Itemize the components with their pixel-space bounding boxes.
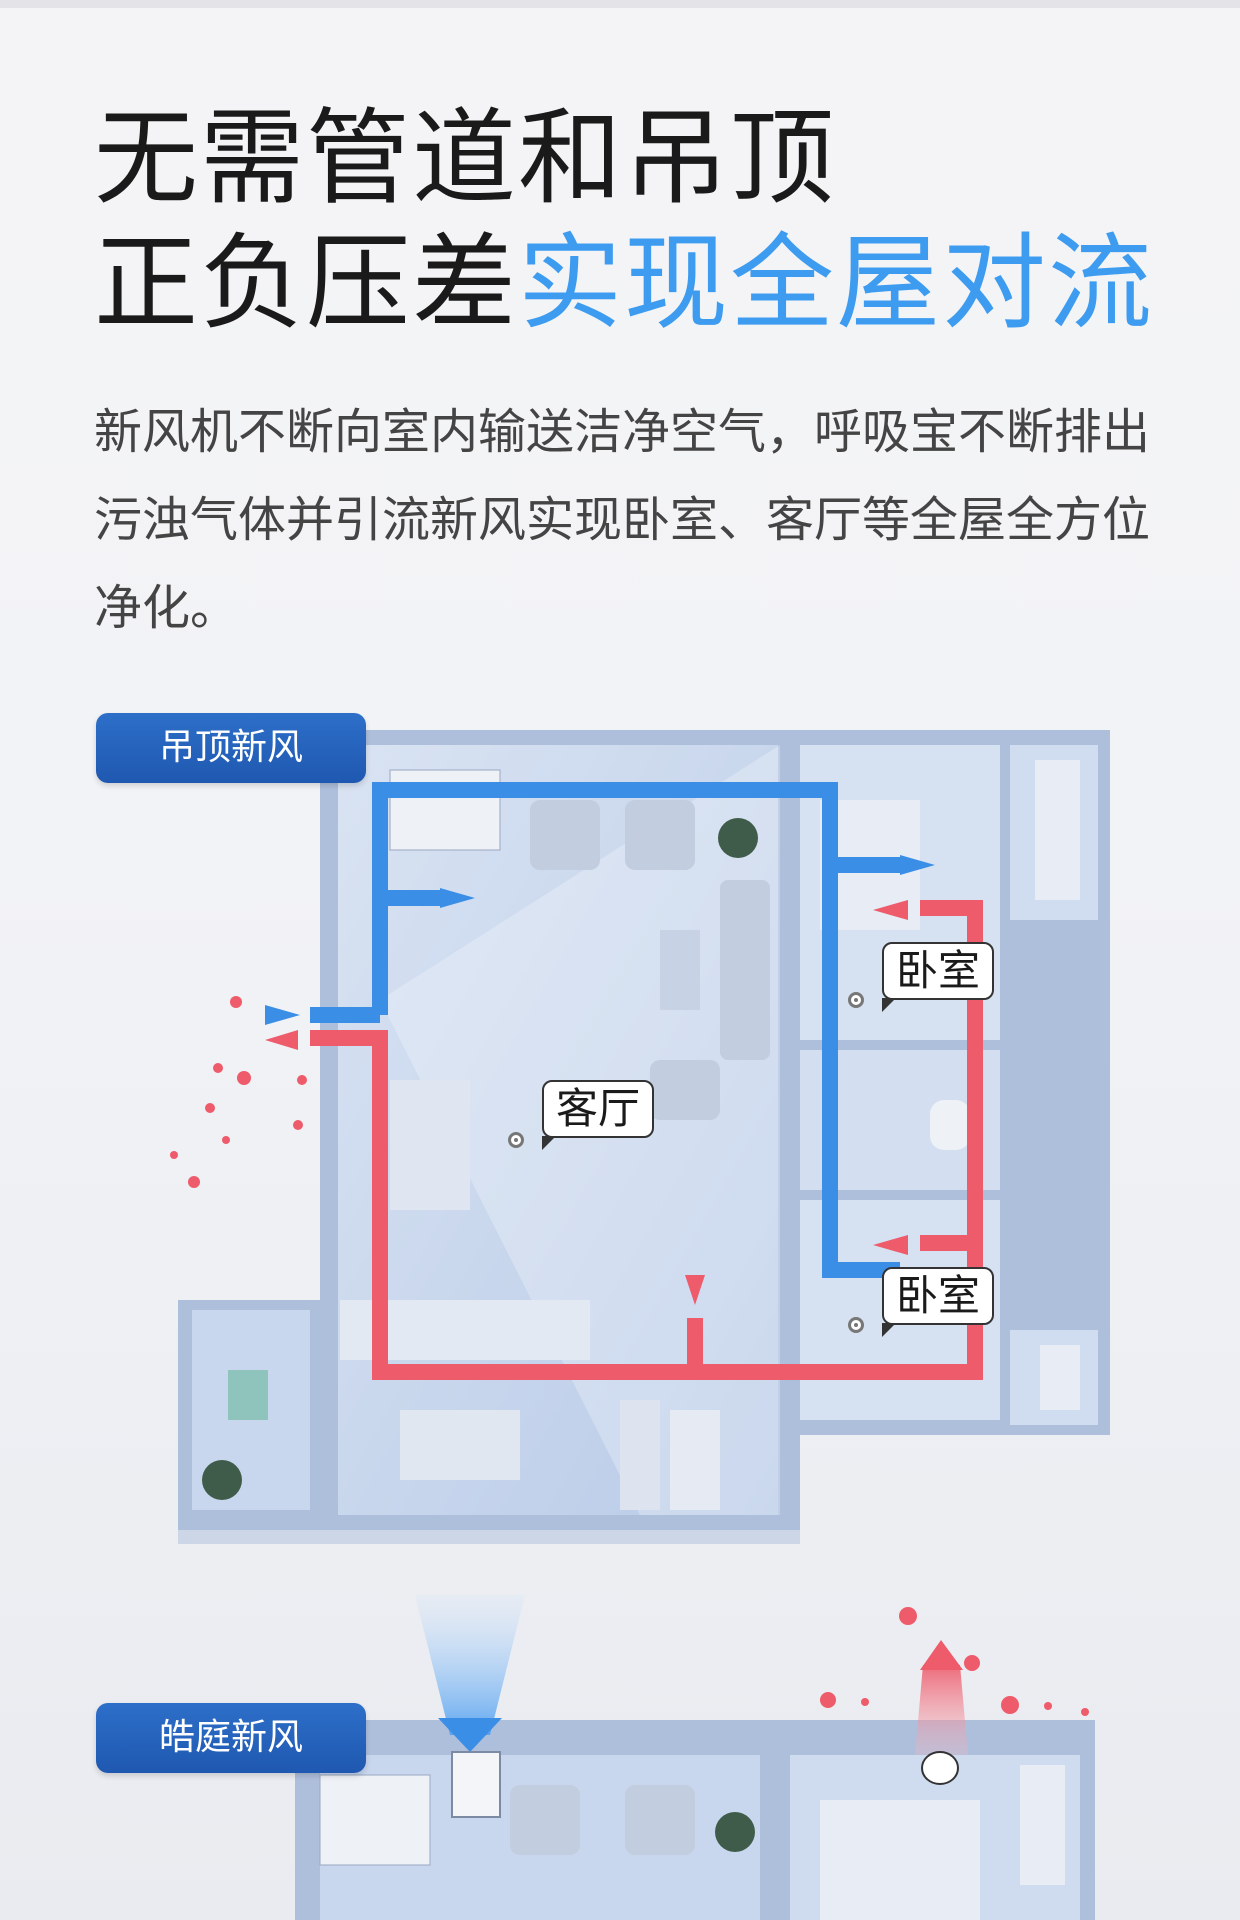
bedroom-bottom-marker bbox=[848, 1317, 864, 1333]
label-living-room: 客厅 bbox=[542, 1080, 655, 1150]
badge-ceiling-fresh-air: 吊顶新风 bbox=[96, 713, 366, 783]
description-text: 新风机不断向室内输送洁净空气，呼吸宝不断排出污浊气体并引流新风实现卧室、客厅等全… bbox=[94, 404, 1151, 636]
plan-haoting-fresh-air bbox=[295, 1595, 1095, 1920]
heading-line-2: 正负压差实现全屋对流 bbox=[94, 223, 1154, 343]
top-strip bbox=[0, 0, 1240, 8]
bedroom-top-marker bbox=[848, 992, 864, 1008]
living-room-marker bbox=[508, 1132, 524, 1148]
heading-line-1: 无需管道和吊顶 bbox=[94, 97, 837, 219]
heading-plain: 正负压差 bbox=[94, 222, 519, 344]
badge-haoting-fresh-air: 皓庭新风 bbox=[96, 1703, 366, 1773]
heading-highlight: 实现全屋对流 bbox=[518, 222, 1155, 344]
label-bedroom-bottom: 卧室 bbox=[882, 1267, 995, 1337]
label-bedroom-top: 卧室 bbox=[882, 942, 995, 1012]
